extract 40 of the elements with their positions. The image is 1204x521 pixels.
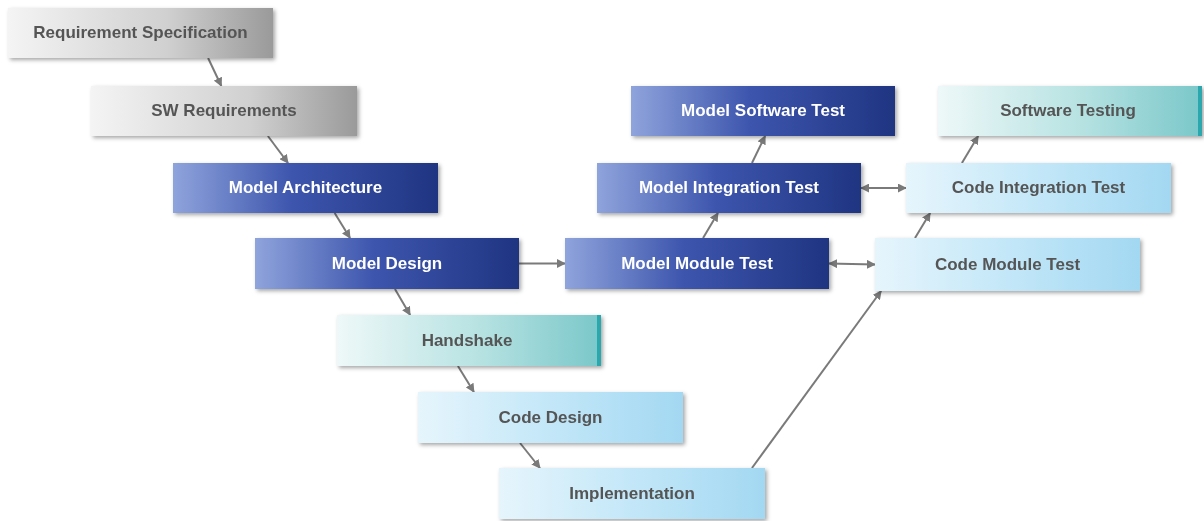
box-label: Model Software Test	[680, 101, 845, 121]
box-label: Model Architecture	[228, 178, 383, 198]
process-box	[8, 8, 273, 58]
arrow	[519, 442, 541, 469]
process-box	[906, 163, 1171, 213]
arrow	[860, 183, 907, 193]
arrow	[393, 288, 412, 316]
process-box	[91, 86, 357, 136]
box-label: Model Integration Test	[638, 178, 820, 198]
arrow	[702, 212, 719, 239]
box-label: Code Integration Test	[951, 178, 1126, 198]
process-box	[173, 163, 438, 213]
box-label: Implementation	[569, 483, 695, 504]
box-label: SW Requirements	[151, 101, 297, 121]
process-box	[938, 86, 1202, 136]
arrow	[518, 259, 566, 268]
process-box	[565, 238, 829, 289]
box-label: Model Design	[331, 253, 443, 274]
arrow	[750, 290, 883, 469]
arrow	[750, 135, 767, 164]
process-box	[875, 238, 1140, 291]
process-box	[255, 238, 519, 289]
box-label: Code Module Test	[934, 254, 1081, 275]
arrow	[266, 135, 289, 164]
arrow	[333, 212, 352, 239]
process-box	[631, 86, 895, 136]
box-label: Code Design	[498, 407, 603, 428]
arrow	[828, 259, 876, 269]
arrow	[914, 212, 932, 239]
box-label: Requirement Specification	[33, 23, 248, 43]
box-label: Model Module Test	[621, 253, 773, 274]
process-box	[597, 163, 861, 213]
process-box	[499, 468, 765, 519]
arrow	[456, 365, 475, 393]
box-label: Handshake	[421, 330, 513, 351]
process-box	[337, 315, 601, 366]
process-box	[418, 392, 683, 443]
arrow	[207, 57, 223, 87]
box-label: Software Testing	[1000, 101, 1136, 121]
arrow	[960, 135, 980, 164]
